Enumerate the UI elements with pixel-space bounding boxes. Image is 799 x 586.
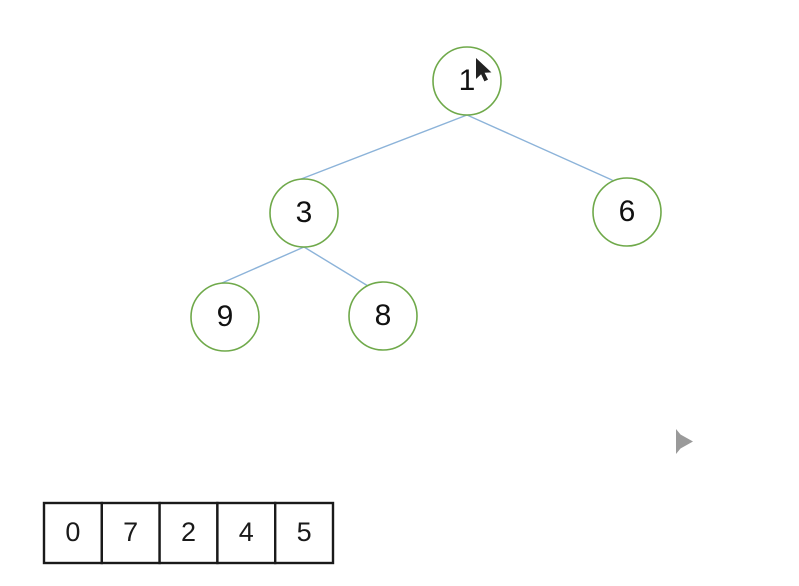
tree-node-9[interactable]: 9 bbox=[190, 282, 260, 352]
tree-node-8[interactable]: 8 bbox=[348, 281, 418, 351]
array-cell[interactable]: 4 bbox=[216, 501, 277, 565]
pointer-triangle-shape bbox=[676, 429, 693, 454]
node-circle bbox=[592, 177, 662, 247]
array-cell-box bbox=[100, 501, 161, 565]
tree-node-6[interactable]: 6 bbox=[592, 177, 662, 247]
array-cell-value: 0 bbox=[65, 517, 80, 547]
array-cell[interactable]: 5 bbox=[274, 501, 335, 565]
tree-edge-n3-n8 bbox=[303, 246, 369, 287]
mouse-cursor-icon bbox=[474, 56, 493, 83]
array-cell[interactable]: 2 bbox=[158, 501, 219, 565]
array-cell-value: 4 bbox=[239, 517, 254, 547]
node-circle bbox=[269, 178, 339, 248]
array-cell-box bbox=[158, 501, 219, 565]
node-label: 6 bbox=[619, 195, 636, 228]
array-cell-value: 2 bbox=[181, 517, 196, 547]
array-cell[interactable]: 0 bbox=[42, 501, 103, 565]
node-label: 9 bbox=[217, 300, 234, 333]
array-cell-box bbox=[42, 501, 103, 565]
cursors-group bbox=[474, 56, 693, 454]
tree-node-1[interactable]: 1 bbox=[432, 46, 502, 116]
tree-edge-n1-n3 bbox=[282, 114, 468, 187]
edges-group bbox=[205, 114, 613, 291]
array-group: 0 7 2 4 5 bbox=[42, 501, 335, 565]
node-label: 3 bbox=[296, 196, 313, 229]
array-cell-box bbox=[274, 501, 335, 565]
node-label: 1 bbox=[459, 64, 476, 97]
node-circle bbox=[348, 281, 418, 351]
tree-node-3[interactable]: 3 bbox=[269, 178, 339, 248]
array-cell-value: 5 bbox=[297, 517, 312, 547]
node-circle bbox=[190, 282, 260, 352]
array-cell-value: 7 bbox=[123, 517, 138, 547]
cursor-body bbox=[476, 58, 492, 82]
node-label: 8 bbox=[375, 299, 392, 332]
pointer-triangle-icon bbox=[676, 429, 693, 454]
nodes-group: 1 3 6 9 8 bbox=[190, 46, 662, 352]
array-cell[interactable]: 7 bbox=[100, 501, 161, 565]
tree-edge-n1-n6 bbox=[466, 114, 613, 181]
